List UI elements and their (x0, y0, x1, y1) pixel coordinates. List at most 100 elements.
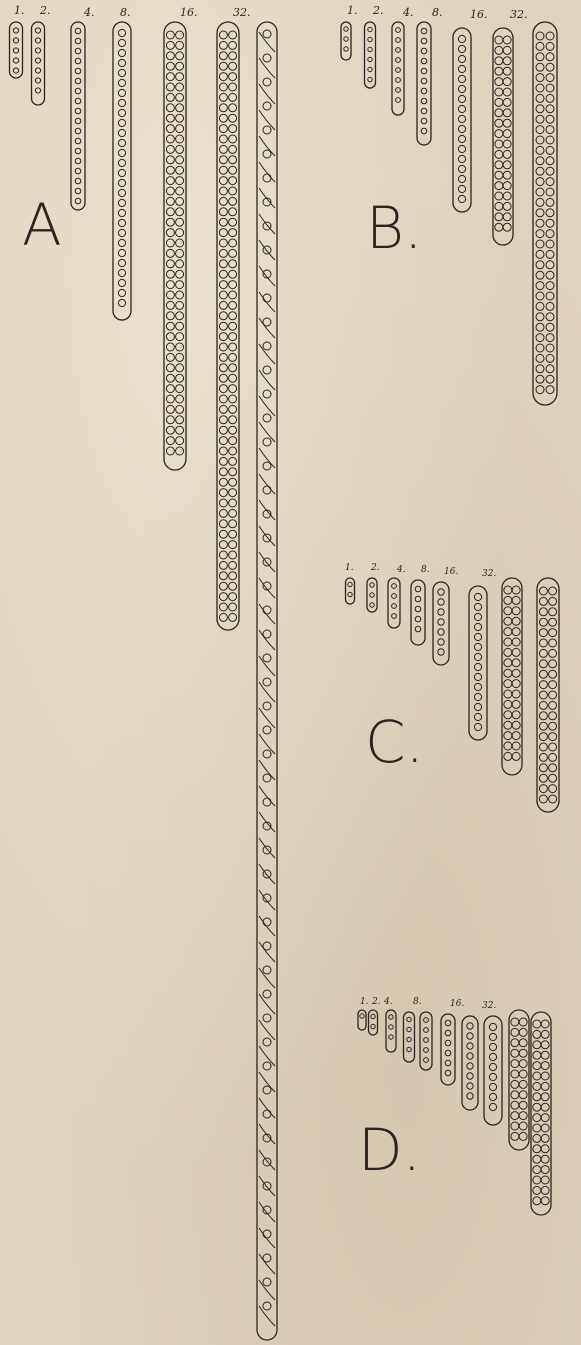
nucleus (519, 1080, 527, 1088)
nucleus (263, 486, 271, 494)
nucleus (118, 99, 125, 106)
nucleus (511, 1101, 519, 1109)
nucleus (489, 1043, 496, 1050)
nucleus (533, 1176, 541, 1184)
nucleus (118, 269, 125, 276)
nucleus (219, 62, 227, 70)
nucleus (176, 125, 184, 133)
filament-c-3 (388, 578, 400, 628)
nucleus (467, 1033, 473, 1039)
cell-count-label: 8. (432, 6, 443, 19)
nucleus (458, 65, 465, 72)
nucleus (546, 198, 554, 206)
nucleus (370, 583, 374, 587)
nucleus (512, 711, 520, 719)
nucleus (495, 67, 503, 75)
nucleus (35, 88, 40, 93)
nucleus (389, 1025, 393, 1029)
nucleus (536, 365, 544, 373)
nucleus (495, 140, 503, 148)
nucleus (118, 149, 125, 156)
nucleus (546, 32, 554, 40)
nucleus (263, 438, 271, 446)
nucleus (421, 118, 427, 124)
nucleus (75, 128, 81, 134)
nucleus (176, 239, 184, 247)
nucleus (495, 223, 503, 231)
nucleus (536, 375, 544, 383)
nucleus (229, 364, 237, 372)
nucleus (176, 31, 184, 39)
nucleus (546, 344, 554, 352)
nucleus (219, 260, 227, 268)
nucleus (546, 146, 554, 154)
nucleus (263, 1014, 271, 1022)
nucleus (415, 626, 421, 632)
nucleus (118, 229, 125, 236)
nucleus (546, 178, 554, 186)
nucleus (536, 344, 544, 352)
nucleus (368, 57, 372, 61)
nucleus (504, 659, 512, 667)
nucleus (458, 75, 465, 82)
cell-wall-line (259, 370, 275, 390)
nucleus (118, 119, 125, 126)
nucleus (229, 93, 237, 101)
nucleus (541, 1041, 549, 1049)
cell-wall-line (259, 578, 275, 598)
cell-count-label: 8. (421, 565, 430, 575)
cell-count-label: 4. (396, 565, 406, 575)
nucleus (489, 1083, 496, 1090)
nucleus (533, 1166, 541, 1174)
nucleus (546, 126, 554, 134)
nucleus (503, 192, 511, 200)
nucleus (539, 712, 547, 720)
nucleus (344, 27, 348, 31)
nucleus (467, 1043, 473, 1049)
nucleus (75, 108, 81, 114)
nucleus (474, 713, 481, 720)
nucleus (474, 603, 481, 610)
nucleus (396, 88, 401, 93)
cell-wall-line (259, 344, 275, 364)
cell-outline (433, 582, 449, 665)
nucleus (263, 726, 271, 734)
nucleus (118, 259, 125, 266)
nucleus (219, 83, 227, 91)
nucleus (219, 405, 227, 413)
nucleus (219, 499, 227, 507)
nucleus (118, 49, 125, 56)
cell-count-label: 16. (444, 567, 458, 577)
nucleus (541, 1072, 549, 1080)
nucleus (489, 1093, 496, 1100)
nucleus (533, 1082, 541, 1090)
nucleus (176, 218, 184, 226)
nucleus (546, 63, 554, 71)
nucleus (166, 416, 174, 424)
nucleus (421, 28, 427, 34)
cell-outline (217, 22, 239, 630)
nucleus (467, 1073, 473, 1079)
nucleus (219, 561, 227, 569)
nucleus (176, 437, 184, 445)
nucleus (495, 88, 503, 96)
nucleus (229, 187, 237, 195)
nucleus (503, 109, 511, 117)
nucleus (368, 27, 372, 31)
nucleus (495, 119, 503, 127)
nucleus (519, 1018, 527, 1026)
nucleus (75, 58, 81, 64)
nucleus (503, 223, 511, 231)
nucleus (438, 599, 444, 605)
nucleus (549, 764, 557, 772)
nucleus (176, 333, 184, 341)
cell-wall-line (259, 1306, 275, 1326)
nucleus (512, 732, 520, 740)
nucleus (229, 239, 237, 247)
nucleus (546, 313, 554, 321)
nucleus (546, 94, 554, 102)
nucleus (467, 1093, 473, 1099)
filament-a-4 (113, 22, 131, 320)
nucleus (539, 629, 547, 637)
nucleus (229, 125, 237, 133)
